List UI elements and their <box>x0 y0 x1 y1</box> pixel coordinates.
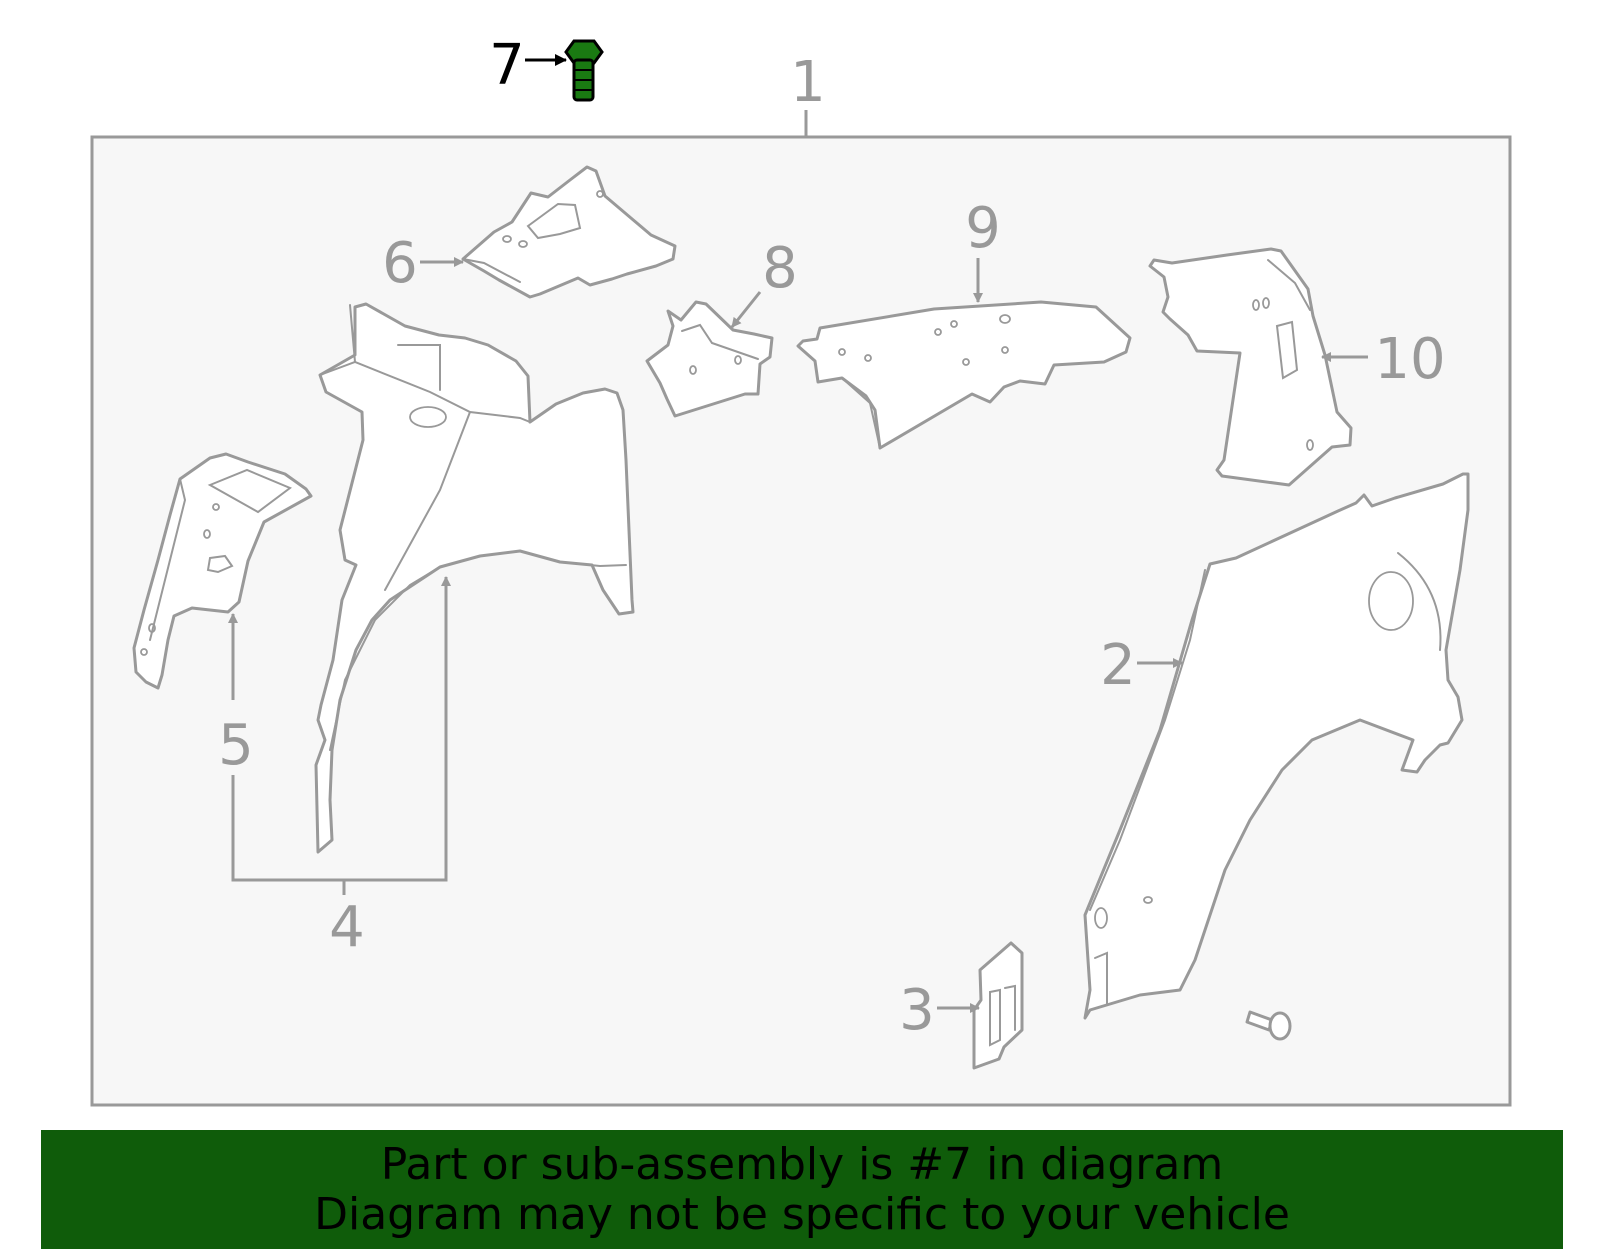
callout-8: 8 <box>762 236 798 301</box>
bracket-part-3 <box>972 941 1024 1070</box>
callout-7: 7 <box>489 33 525 98</box>
callout-10: 10 <box>1374 327 1445 392</box>
callout-9: 9 <box>965 196 1001 261</box>
bracket-part-5 <box>132 452 313 690</box>
quarter-panel-part-2 <box>1083 472 1470 1020</box>
callout-2: 2 <box>1100 633 1136 698</box>
banner-line-1: Part or sub-assembly is #7 in diagram <box>380 1139 1224 1190</box>
bracket-part-6 <box>461 165 677 299</box>
rail-part-9 <box>796 300 1132 450</box>
callout-3: 3 <box>899 978 935 1043</box>
bracket-part-10 <box>1148 247 1353 487</box>
callout-6: 6 <box>382 231 418 296</box>
callout-1: 1 <box>790 50 826 115</box>
disclaimer-banner: Part or sub-assembly is #7 in diagram Di… <box>41 1130 1563 1249</box>
callout-8-leader <box>730 291 762 328</box>
bolt-part-7[interactable] <box>564 39 604 102</box>
callout-4: 4 <box>329 895 365 960</box>
callout-5: 5 <box>218 713 254 778</box>
bracket-part-8 <box>645 300 774 418</box>
callout-4-bracket <box>231 576 451 882</box>
wheelhouse-part-4 <box>314 302 635 854</box>
push-pin <box>1245 1010 1292 1041</box>
banner-line-2: Diagram may not be specific to your vehi… <box>314 1189 1290 1240</box>
